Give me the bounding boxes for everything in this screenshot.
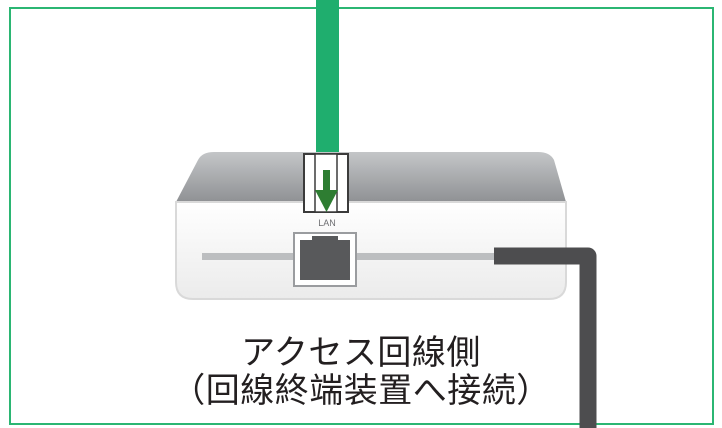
power-cable <box>494 247 597 428</box>
down-arrow-icon <box>315 170 338 212</box>
device-body <box>175 201 567 300</box>
diagram-frame <box>9 7 714 425</box>
lan-port-label: LAN <box>318 218 336 228</box>
lan-port-icon <box>293 232 357 287</box>
caption-line-2: （回線終端装置へ接続） <box>171 371 551 411</box>
caption-line-1: アクセス回線側 <box>241 333 481 373</box>
lan-cable <box>316 0 339 160</box>
device-top <box>176 152 566 202</box>
